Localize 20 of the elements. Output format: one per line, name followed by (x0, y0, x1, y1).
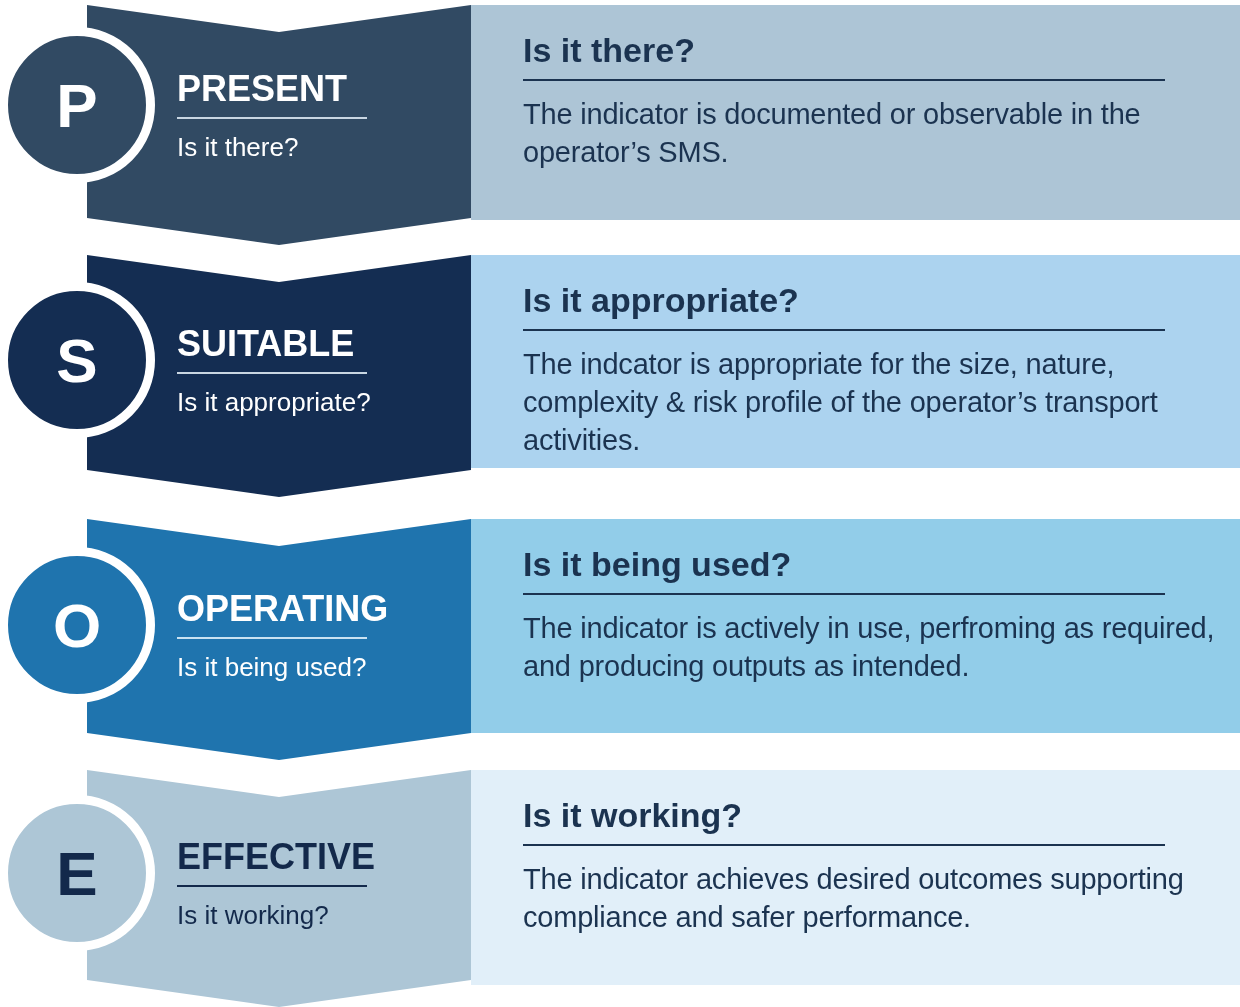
info-panel (471, 5, 1240, 220)
panel-description: The indcator is appropriate for the size, nature, complexity & risk profile of the operator’s transport activities. (523, 346, 1159, 458)
band-subtitle: Is it being used? (177, 650, 367, 683)
band-title: PRESENT (177, 69, 348, 109)
band-subtitle: Is it working? (177, 898, 329, 931)
band-title: SUITABLE (177, 324, 355, 364)
info-panel (471, 519, 1240, 733)
band-title: EFFECTIVE (177, 837, 376, 877)
panel-heading: Is it being used? (523, 544, 793, 585)
panel-heading: Is it working? (523, 795, 744, 836)
panel-heading: Is it appropriate? (523, 280, 800, 321)
panel-heading: Is it there? (523, 30, 696, 71)
panel-description: The indicator achieves desired outcomes supporting compliance and safer performance. (523, 861, 1185, 935)
panel-description: The indicator is documented or observable in the operator’s SMS. (523, 96, 1142, 170)
info-panel (471, 770, 1240, 985)
band-subtitle: Is it there? (177, 130, 299, 163)
panel-description: The indicator is actively in use, perfroming as required, and producing outputs as intended. (523, 610, 1216, 684)
band-subtitle: Is it appropriate? (177, 385, 371, 418)
band-title: OPERATING (177, 589, 389, 629)
info-panel (471, 255, 1240, 468)
